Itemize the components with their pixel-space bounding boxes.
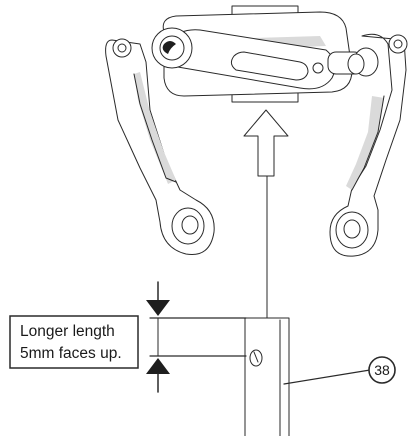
right-linkage-arm	[329, 33, 408, 257]
dimension-marker	[146, 281, 247, 393]
part-label-38: 38	[283, 356, 396, 385]
part-number: 38	[374, 362, 390, 378]
yoke-assembly	[105, 5, 408, 257]
insert-direction-arrow	[243, 109, 289, 177]
right-shaft	[327, 47, 379, 77]
callout-line-1: Longer length	[20, 323, 115, 340]
left-ball-link	[151, 27, 193, 69]
callout-box: Longer length 5mm faces up.	[9, 315, 139, 369]
shaft-38	[244, 317, 290, 436]
callout-line-2: 5mm faces up.	[20, 345, 122, 362]
left-linkage-arm	[105, 38, 215, 256]
